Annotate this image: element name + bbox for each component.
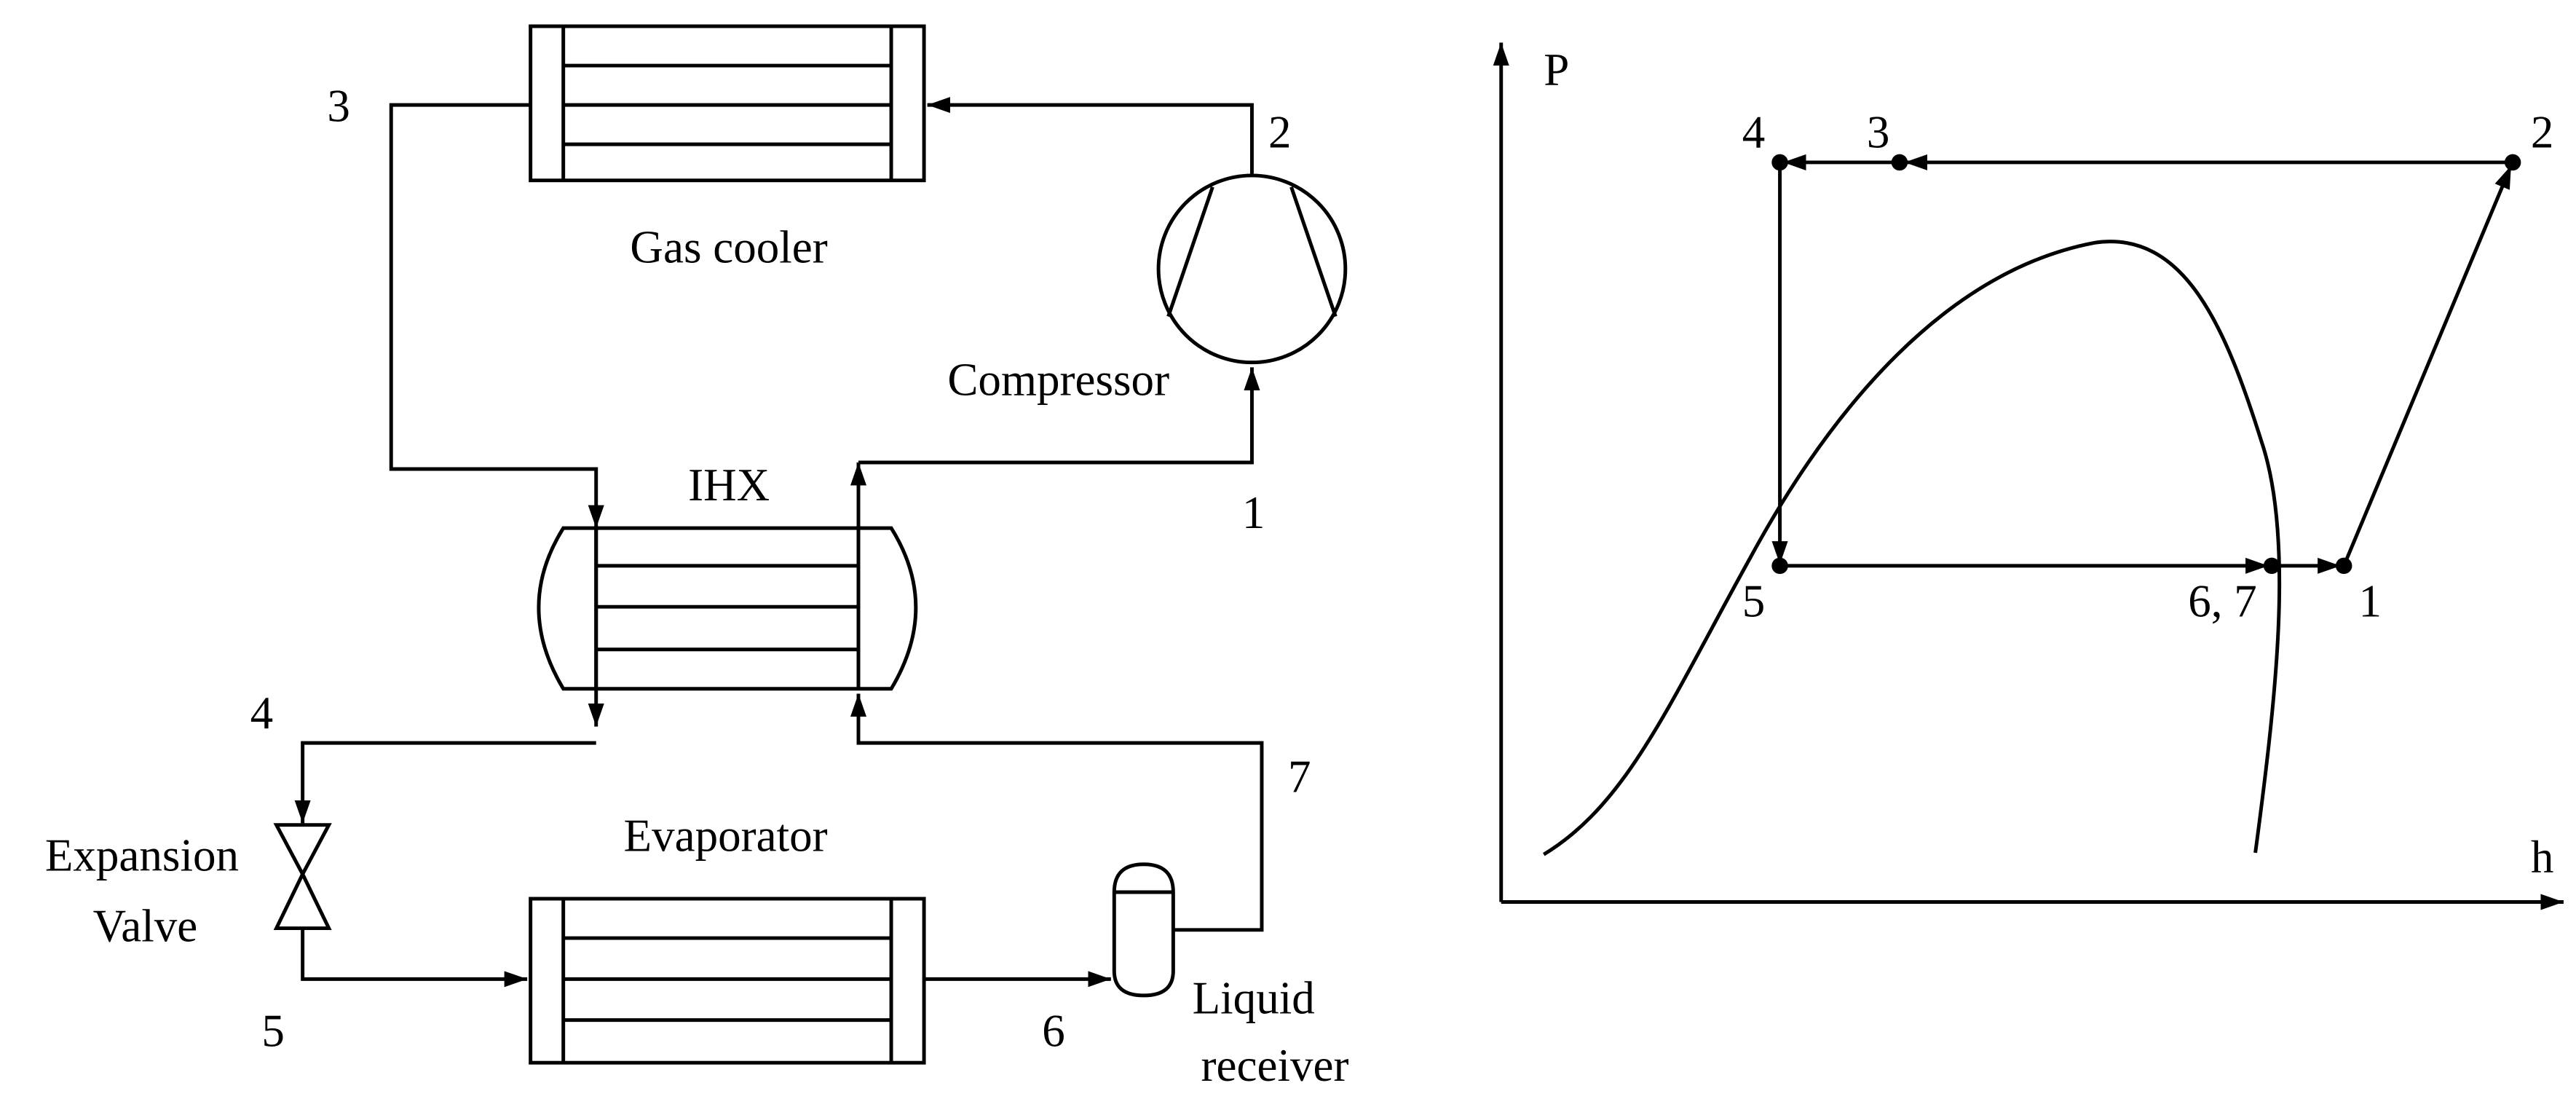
ph-labels: P h 4 3 2 5 6, 7 1	[1544, 44, 2553, 883]
label-liquid-receiver-1: Liquid	[1193, 973, 1315, 1024]
piping	[294, 97, 1264, 988]
schematic-labels: Gas cooler Compressor IHX Evaporator Exp…	[45, 81, 1349, 1091]
ph-state-dots	[1771, 154, 2521, 575]
ph-point-67: 6, 7	[2188, 576, 2257, 627]
schematic-point-7: 7	[1288, 752, 1311, 803]
schematic-point-5: 5	[261, 1006, 285, 1057]
system-schematic	[273, 24, 1348, 1065]
ph-diagram	[1493, 42, 2564, 910]
compressor	[1156, 173, 1348, 365]
label-gas-cooler: Gas cooler	[630, 221, 827, 272]
ph-dot-4	[1771, 154, 1788, 171]
ph-point-1: 1	[2358, 576, 2382, 627]
schematic-point-6: 6	[1042, 1006, 1065, 1057]
ph-dot-67	[2263, 557, 2280, 575]
ph-point-5: 5	[1742, 576, 1766, 627]
saturation-dome	[1543, 240, 2282, 856]
label-compressor: Compressor	[947, 355, 1169, 406]
ph-dot-5	[1771, 557, 1788, 575]
label-liquid-receiver-2: receiver	[1201, 1040, 1349, 1091]
ph-axis-label-h: h	[2531, 832, 2554, 883]
ph-axis-label-p: P	[1544, 44, 1569, 95]
label-ihx: IHX	[688, 460, 770, 511]
ph-dot-2	[2504, 154, 2521, 171]
label-expansion-valve-2: Valve	[93, 901, 198, 952]
liquid-receiver	[1112, 862, 1175, 998]
schematic-point-1: 1	[1242, 487, 1265, 538]
ph-dot-3	[1891, 154, 1908, 171]
gas-cooler	[529, 24, 926, 183]
ph-dot-1	[2335, 557, 2352, 575]
expansion-valve	[273, 823, 332, 931]
ph-point-3: 3	[1867, 107, 1890, 158]
label-expansion-valve-1: Expansion	[45, 830, 239, 881]
cycle-path	[1771, 154, 2513, 574]
ph-point-2: 2	[2531, 107, 2554, 158]
ph-point-4: 4	[1742, 107, 1766, 158]
schematic-point-3: 3	[327, 81, 350, 132]
evaporator	[529, 897, 926, 1065]
schematic-point-4: 4	[250, 688, 274, 738]
schematic-point-2: 2	[1268, 107, 1292, 158]
label-evaporator: Evaporator	[624, 811, 828, 862]
